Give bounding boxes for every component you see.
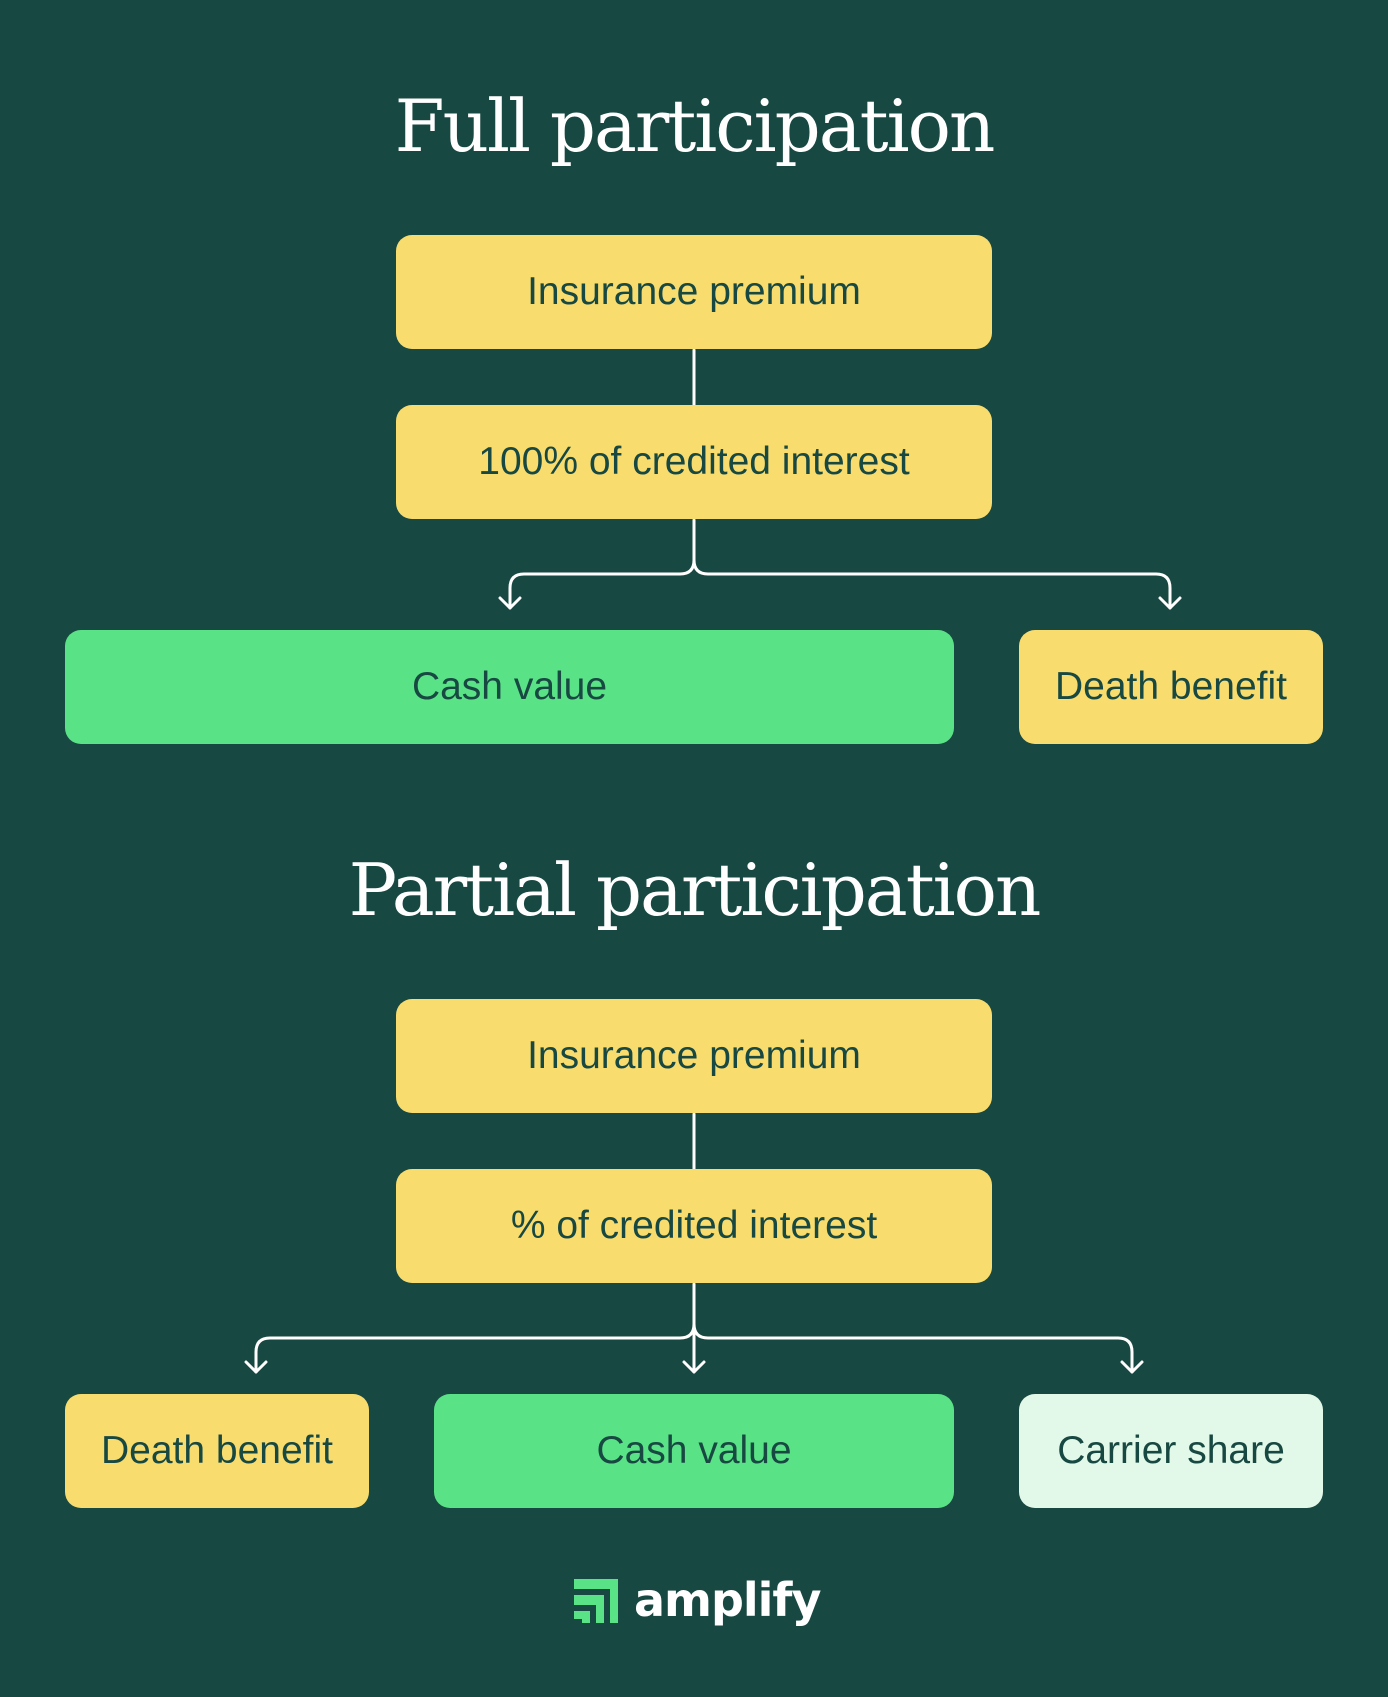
full-interest-box: 100% of credited interest [396, 405, 992, 519]
partial-premium-box: Insurance premium [396, 999, 992, 1113]
amplify-logo-icon [574, 1579, 618, 1623]
full-cash-value-box: Cash value [65, 630, 954, 744]
partial-interest-box: % of credited interest [396, 1169, 992, 1283]
arrowhead-full-left [498, 596, 522, 610]
connector-partial-split-right [692, 1322, 1134, 1374]
connector-full-split-right [692, 558, 1172, 610]
arrowhead-full-right [1158, 596, 1182, 610]
arrowhead-partial-right [1120, 1360, 1144, 1374]
partial-participation-title: Partial participation [348, 848, 1042, 932]
partial-cash-value-box: Cash value [434, 1394, 954, 1508]
full-premium-box: Insurance premium [396, 235, 992, 349]
partial-carrier-share-box: Carrier share [1019, 1394, 1323, 1508]
full-death-benefit-box: Death benefit [1019, 630, 1323, 744]
arrowhead-partial-left [244, 1360, 268, 1374]
connector-partial-split-left [254, 1282, 696, 1374]
connector-full-split-left [508, 518, 696, 610]
full-participation-title: Full participation [394, 84, 996, 168]
amplify-logo-text: amplify [634, 1573, 821, 1627]
amplify-logo: amplify [572, 1572, 821, 1628]
partial-death-benefit-box: Death benefit [65, 1394, 369, 1508]
arrowhead-partial-center [682, 1360, 706, 1374]
